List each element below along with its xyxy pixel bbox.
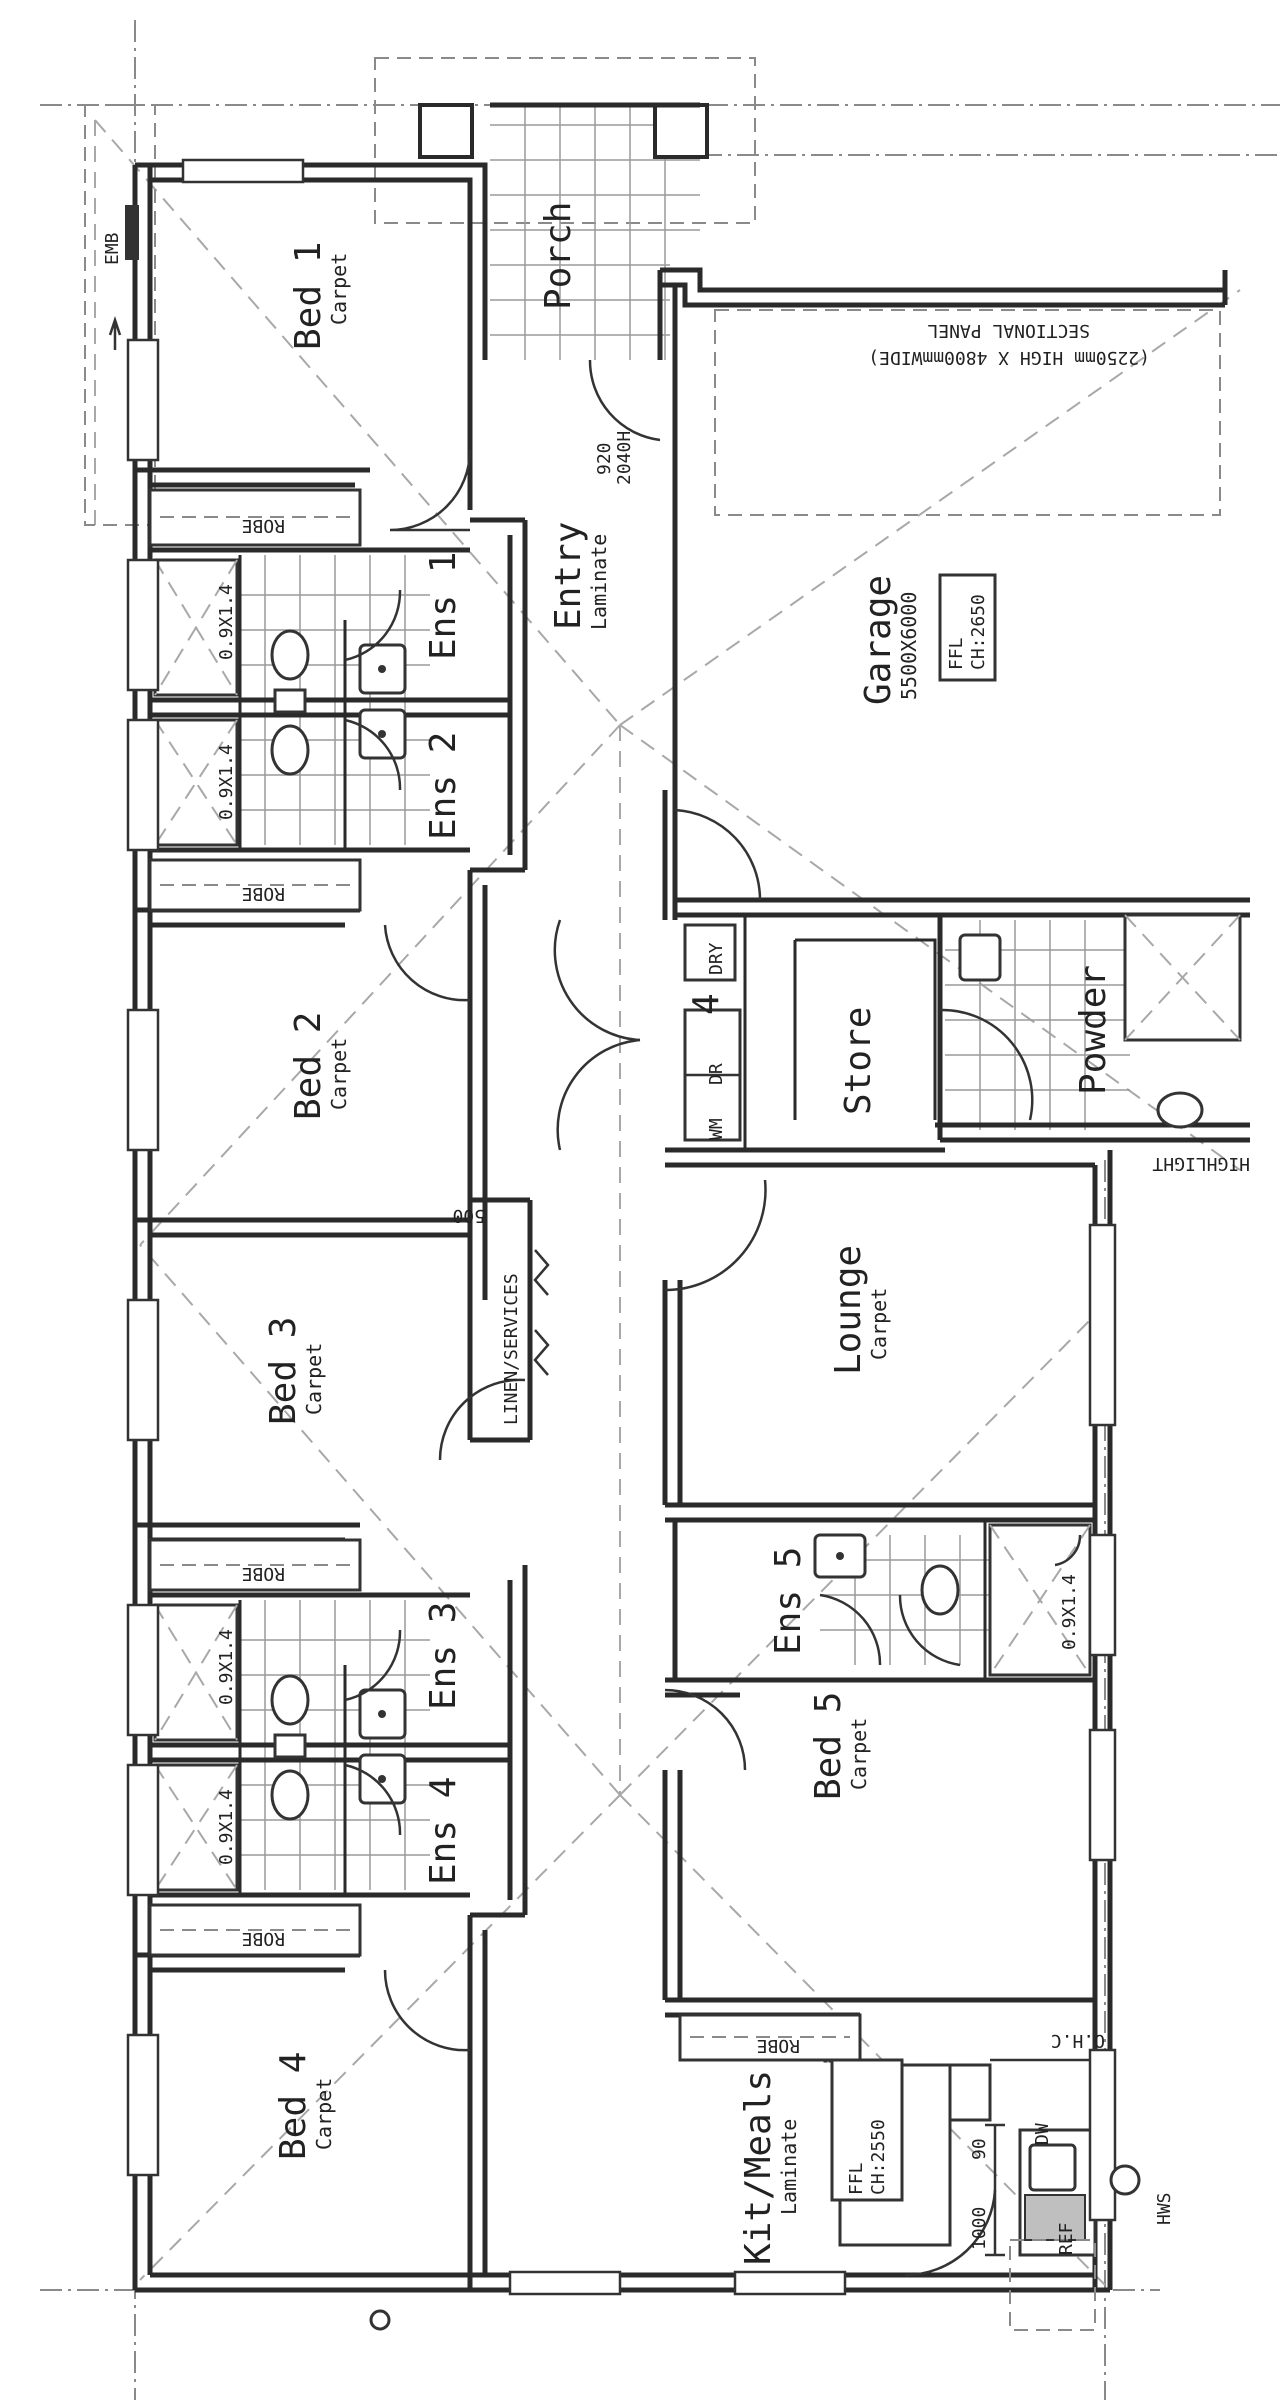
dishwasher-label: DW [1032, 2123, 1053, 2145]
shower-size-1: 0.9X1.4 [216, 584, 237, 660]
ens5-name: Ens 5 [768, 1547, 809, 1655]
doors [344, 359, 1082, 2277]
porch-roof-outline [374, 57, 756, 224]
ens2-name: Ens 2 [423, 732, 464, 840]
ohc-label: O.H.C [1051, 2030, 1105, 2051]
shower-size-3: 0.9X1.4 [216, 1629, 237, 1705]
bed5-floor: Carpet [847, 1718, 871, 1790]
bed2-floor: Carpet [327, 1038, 351, 1110]
store-name: Store [838, 1007, 879, 1115]
bed4-name: Bed 4 [273, 2052, 314, 2160]
basins [358, 643, 1002, 1805]
walls [132, 102, 1250, 2293]
tap-icon [369, 2309, 391, 2331]
laundry-number: 4 [686, 993, 727, 1015]
ens3-name: Ens 3 [423, 1602, 464, 1710]
garage-name: Garage [858, 575, 899, 705]
shower-size-2: 0.9X1.4 [216, 744, 237, 820]
bed3-floor: Carpet [302, 1343, 326, 1415]
ens1-name: Ens 1 [423, 552, 464, 660]
robe-label-2: ROBE [242, 883, 285, 904]
emb-label: EMB [102, 232, 123, 265]
robe-label-1: ROBE [242, 515, 285, 536]
garage-door-size: (2250mm HIGH X 4800mmWIDE) [868, 347, 1150, 368]
bed1-floor: Carpet [327, 253, 351, 325]
drain-label: DR [706, 1063, 727, 1085]
bed5-name: Bed 5 [808, 1692, 849, 1800]
lounge-name: Lounge [828, 1245, 869, 1375]
dimension-1000: 1000 [969, 2207, 990, 2250]
linen-label: LINEN/SERVICES [501, 1273, 522, 1425]
shower-size-4: 0.9X1.4 [216, 1789, 237, 1865]
highlight-window-label: HIGHLIGHT [1152, 1153, 1250, 1174]
toilets [270, 629, 1204, 1821]
robes [148, 488, 862, 2062]
shower-size-5: 0.9X1.4 [1059, 1574, 1080, 1650]
windows [126, 158, 1117, 2296]
kitmeals-floor: Laminate [777, 2119, 801, 2215]
fridge-label: REF [1056, 2222, 1077, 2255]
garage-door-outline [714, 309, 1221, 516]
ffl-kitchen-ch: CH:2550 [868, 2119, 889, 2195]
powder-name: Powder [1073, 965, 1114, 1095]
lounge-floor: Carpet [867, 1288, 891, 1360]
dryer-label: DRY [706, 942, 727, 975]
hws-label: HWS [1154, 2192, 1175, 2225]
dimension-90: 90 [969, 2138, 990, 2160]
porch-tiles [490, 105, 700, 360]
bed4-floor: Carpet [312, 2078, 336, 2150]
robe-label-3: ROBE [242, 1563, 285, 1584]
bed1-name: Bed 1 [288, 242, 329, 350]
robe-label-5: ROBE [757, 2035, 800, 2056]
bed3-name: Bed 3 [263, 1317, 304, 1425]
ffl-garage-ch: CH:2650 [968, 594, 989, 670]
garage-door-type: SECTIONAL PANEL [927, 320, 1090, 341]
porch-name: Porch [538, 202, 579, 310]
entry-name: Entry [548, 522, 589, 630]
kitmeals-name: Kit/Meals [738, 2070, 779, 2265]
ffl-kitchen-label: FFL [846, 2162, 867, 2195]
robe-label-4: ROBE [242, 1928, 285, 1949]
ffl-garage-box [938, 573, 997, 682]
bed2-name: Bed 2 [288, 1012, 329, 1120]
door-height: 2040H [614, 431, 635, 485]
linen-marks [533, 1249, 550, 1376]
washing-machine-label: WM [706, 1118, 727, 1140]
ffl-kitchen-box [830, 2058, 904, 2202]
garage-size: 5500X6000 [897, 592, 921, 700]
entry-floor: Laminate [587, 534, 611, 630]
ffl-garage-label: FFL [946, 637, 967, 670]
hws-unit [1109, 2164, 1141, 2196]
emb-box [125, 205, 139, 260]
ens4-name: Ens 4 [423, 1777, 464, 1885]
linen-width: 500 [452, 1205, 485, 1226]
eave-outline [84, 104, 156, 526]
arrow-icon [108, 316, 122, 350]
laundry [683, 923, 742, 1142]
door-width: 920 [594, 442, 615, 475]
showers [153, 558, 1242, 1892]
